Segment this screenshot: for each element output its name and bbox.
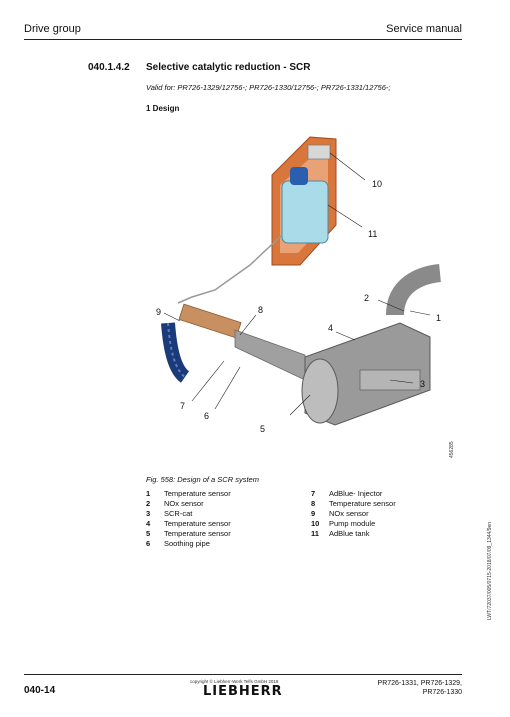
injector-pipe [178,303,242,339]
outlet-pipe [386,264,442,316]
valid-for-text: Valid for: PR726-1329/12756-; PR726-1330… [146,83,391,92]
section-title: Selective catalytic reduction - SCR [146,62,311,73]
callout-7: 7 [180,401,185,411]
callout-lines [163,152,431,416]
callout-5: 5 [260,424,265,434]
soothing-pipe [234,329,306,381]
callout-10: 10 [372,179,382,189]
footer-divider [24,674,462,675]
callout-9: 9 [156,307,161,317]
callout-8: 8 [258,305,263,315]
callout-4: 4 [328,323,333,333]
footer-models: PR726-1331, PR726-1329, PR726-1330 [378,679,462,697]
callout-1: 1 [436,313,441,323]
figure-image-code: 456285 [449,441,455,458]
header-chapter: Drive group [24,23,81,35]
callout-3: 3 [420,379,425,389]
adblue-line [177,234,283,304]
scr-diagram: 10 11 2 1 4 3 8 9 7 6 5 [156,136,442,434]
header-manual-type: Service manual [386,23,462,35]
callout-2: 2 [364,293,369,303]
footer-models-line1: PR726-1331, PR726-1329, [377,680,462,687]
adblue-tank [271,136,337,266]
copyright-text: copyright © Liebherr-Werk Telfs GmbH 201… [190,679,279,684]
section-number: 040.1.4.2 [88,62,130,73]
exhaust-hose [161,322,190,383]
callout-11: 11 [368,229,377,239]
header-divider [24,39,462,40]
page-number: 040-14 [24,685,56,696]
liebherr-logo: LIEBHERR [203,684,283,699]
subheading-design: 1 Design [146,104,180,113]
figure-caption: Fig. 558: Design of a SCR system [146,475,259,484]
footer-models-line2: PR726-1330 [422,689,462,696]
callout-6: 6 [204,411,209,421]
scr-system-figure: 10 11 2 1 4 3 8 9 7 6 5 [140,125,470,460]
document-path-code: LWT/72037/005/0715-2018/07/09_1344/9en [487,521,493,620]
scr-cat [301,322,431,426]
